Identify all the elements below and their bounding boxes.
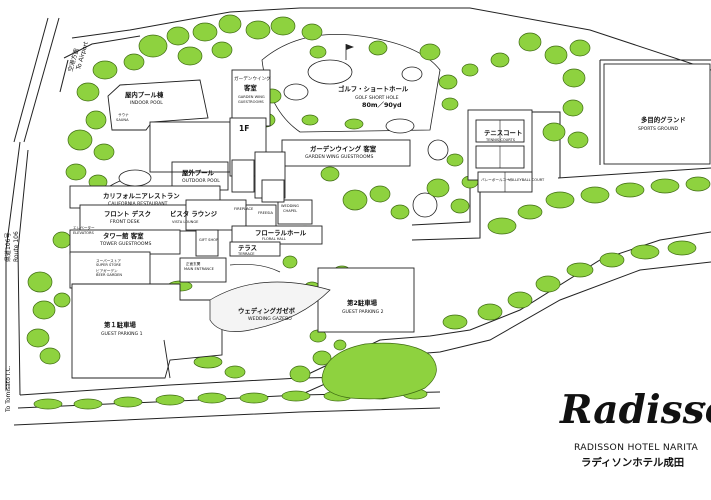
label-elevator: エレベーター [73, 225, 95, 230]
label-front-desk-en: FRONT DESK [110, 219, 141, 225]
label-outdoor-pool: 屋外プール [182, 168, 215, 177]
label-tower-en: TOWER GUESTROOMS [99, 241, 151, 247]
label-super: スーパーストア [96, 258, 121, 263]
area-labels: 屋内プール棟 INDOOR POOL サウナ SAUNA ガーデンウイング 客室… [73, 75, 686, 337]
label-beer-en: BEER GARDEN [96, 273, 122, 277]
label-sauna: サウナ [118, 112, 129, 117]
label-main-entrance-en: MAIN ENTRANCE [184, 267, 215, 271]
label-gazebo: ウェディングガゼボ [238, 306, 296, 315]
road-label-route106-en: Route 106 [13, 231, 20, 262]
label-parking1: 第１駐車場 [104, 320, 137, 329]
label-beer: ビアガーデン [96, 268, 118, 273]
road-label-tomisato: To Tomisato I.C. [5, 365, 12, 413]
label-floral-en: FLORAL HALL [262, 237, 286, 241]
label-garden-wing-1: ガーデンウイング [234, 75, 271, 82]
brand-name-jp: ラディソンホテル成田 [581, 456, 684, 469]
label-garden-wing-2: 客室 [243, 83, 257, 92]
label-volley: バレーボールコート [481, 177, 514, 182]
label-tower: タワー館 客室 [103, 231, 144, 240]
label-front-desk: フロント デスク [104, 209, 151, 218]
label-sauna-en: SAUNA [116, 118, 129, 122]
label-1f: 1F [239, 124, 249, 133]
radisson-logo: Radisson RADISSON HOTEL NARITA ラディソンホテル成… [559, 387, 711, 469]
label-garden-wing-long: ガーデンウイング 客室 [310, 144, 377, 153]
label-garden-wing-en: GARDEN WING [238, 95, 265, 99]
road-label-route106: 県道106号 [4, 233, 12, 262]
label-terrace-en: TERRACE [237, 252, 255, 256]
label-chapel: CHAPEL [283, 209, 297, 213]
label-sports: 多目的グランド [641, 115, 686, 124]
label-golf-size: 80m／90yd [362, 101, 402, 109]
label-garden-wing-long-en: GARDEN WING GUESTROOMS [305, 154, 374, 160]
label-gift: GIFT SHOP [199, 238, 219, 242]
label-main-entrance: 正面玄関 [186, 261, 201, 266]
label-california: カリフォルニアレストラン [103, 192, 180, 200]
logo-wordmark: Radisson [559, 387, 711, 433]
label-parking1-en: GUEST PARKING 1 [101, 331, 143, 337]
label-super-en: SUPER STORE [96, 263, 122, 267]
label-california-en: CALIFORNIA RESTAURANT [108, 201, 168, 207]
label-parking2: 第2駐車場 [347, 298, 378, 307]
label-vista-en: VISTA LOUNGE [172, 220, 199, 224]
label-freesia: FREESIA [258, 211, 273, 215]
label-wedding: WEDDING [281, 204, 299, 208]
label-indoor-pool-en: INDOOR POOL [130, 100, 163, 106]
label-elevator-en: ELEVATORS [73, 231, 94, 235]
label-volley-en: VOLLEYBALL COURT [508, 178, 545, 182]
label-golf: ゴルフ・ショートホール [338, 84, 409, 93]
label-golf-en: GOLF SHORT HOLE [355, 95, 399, 101]
label-outdoor-pool-en: OUTDOOR POOL [182, 178, 220, 184]
brand-name-en: RADISSON HOTEL NARITA [574, 442, 699, 453]
label-floral: フローラルホール [255, 229, 307, 237]
label-parking2-en: GUEST PARKING 2 [342, 309, 384, 315]
label-gazebo-en: WEDDING GAZEBO [248, 316, 292, 322]
label-sports-en: SPORTS GROUND [638, 126, 679, 132]
golf-short-hole-area [261, 34, 449, 218]
buildings [69, 63, 711, 379]
label-tennis-en: TENNIS COURTS [485, 138, 516, 142]
label-indoor-pool: 屋内プール棟 [125, 90, 164, 99]
label-terrace: テラス [238, 244, 257, 252]
label-tennis: テニスコート [484, 129, 522, 137]
label-vista: ビスタ ラウンジ [170, 209, 218, 218]
label-garden-wing-en2: GUESTROOMS [238, 100, 264, 104]
logo-registered-dot [702, 402, 706, 406]
label-fireplace: FIREPLACE [234, 207, 254, 211]
